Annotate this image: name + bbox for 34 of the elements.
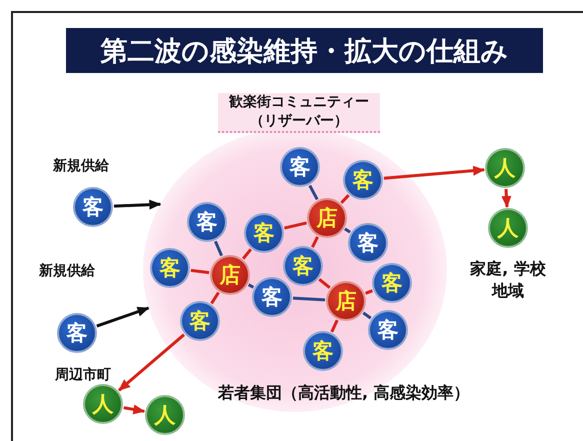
connector-line: [308, 184, 319, 200]
connector-line: [214, 240, 223, 256]
arrow: [96, 306, 150, 328]
connector-line: [330, 319, 339, 333]
person-circle: 人: [488, 208, 528, 248]
connector-line: [210, 292, 220, 304]
connector-line: [318, 278, 331, 289]
connector-line: [248, 283, 254, 289]
arrow: [501, 188, 512, 208]
connector-line: [344, 228, 351, 234]
connector-line: [340, 194, 350, 204]
connector-line: [311, 236, 319, 248]
area-heading: 歓楽街コミュニティー（リザーバー）: [218, 93, 380, 133]
person-circle: 人: [485, 148, 525, 188]
person-circle: 人: [145, 395, 185, 435]
connector-line: [242, 248, 252, 260]
beside-label: 家庭, 学校地域: [469, 258, 547, 302]
customer-circle: 客: [73, 187, 113, 227]
arrow: [114, 200, 162, 210]
arrow: [118, 334, 185, 392]
title-banner: 第二波の感染維持・拡大の仕組み: [66, 28, 543, 73]
group-label: 若者集団（高活動性, 高感染効率）: [218, 382, 471, 404]
person-circle: 人: [83, 384, 123, 424]
connector-line: [362, 312, 372, 320]
connector-line: [190, 268, 210, 274]
arrow: [123, 404, 146, 414]
beside-label: 新規供給: [53, 157, 109, 175]
connector-line: [284, 221, 307, 230]
arrow: [384, 166, 486, 180]
connector-line: [365, 289, 373, 295]
connector-line: [292, 296, 326, 302]
beside-label: 新規供給: [39, 262, 95, 280]
customer-circle: 客: [57, 313, 97, 353]
beside-label: 周辺市町: [55, 366, 111, 384]
